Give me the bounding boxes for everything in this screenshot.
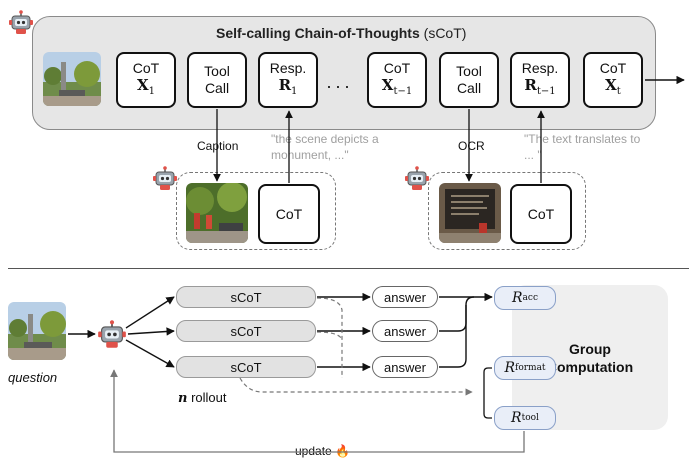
resp-box-r1: Resp. R1 bbox=[258, 52, 318, 108]
call-label: Call bbox=[456, 80, 482, 96]
group-line-2: Computation bbox=[546, 358, 634, 375]
robot-icon bbox=[153, 166, 177, 190]
sub-cot-label: CoT bbox=[527, 205, 555, 222]
robot-icon bbox=[98, 320, 126, 348]
sub-call-area-1 bbox=[176, 172, 336, 250]
update-label: update 🔥 bbox=[292, 444, 353, 458]
caption-label: Caption bbox=[197, 139, 239, 153]
ellipsis: ··· bbox=[326, 76, 353, 96]
resp-box-rt-1: Resp. Rt−1 bbox=[510, 52, 570, 108]
scot-rollout-3: sCoT bbox=[176, 356, 316, 378]
question-image bbox=[8, 302, 66, 360]
robot-icon bbox=[405, 166, 429, 190]
rollout-n: n bbox=[178, 391, 188, 406]
sub-call-area-2 bbox=[428, 172, 586, 250]
response-quote-1: "the scene depicts a monument, ..." bbox=[271, 132, 379, 162]
tool-call-box-2: Tool Call bbox=[439, 52, 499, 108]
resp-symbol: Rt−1 bbox=[524, 76, 556, 98]
scot-title: Self-calling Chain-of-Thoughts (sCoT) bbox=[216, 25, 466, 41]
section-divider bbox=[8, 268, 689, 269]
cot-symbol: Xt bbox=[605, 76, 621, 98]
cot-box-label: CoT bbox=[599, 60, 627, 76]
robot-icon bbox=[9, 10, 33, 34]
answer-1: answer bbox=[372, 286, 438, 308]
group-line-1: Group bbox=[568, 340, 611, 357]
tool-call-box-1: Tool Call bbox=[187, 52, 247, 108]
cot-symbol: X1 bbox=[136, 76, 155, 98]
rollout-text: rollout bbox=[191, 390, 227, 405]
sub-cot-box-1: CoT bbox=[258, 184, 320, 244]
plaque-image bbox=[439, 183, 501, 243]
ocr-label: OCR bbox=[458, 139, 485, 153]
scene-image bbox=[43, 52, 101, 106]
cot-box-xt-1: CoT Xt−1 bbox=[367, 52, 427, 108]
answer-2: answer bbox=[372, 320, 438, 342]
resp-symbol: R1 bbox=[278, 76, 298, 98]
answer-3: answer bbox=[372, 356, 438, 378]
resp-label: Resp. bbox=[521, 60, 559, 76]
cot-box-label: CoT bbox=[383, 60, 411, 76]
resp-label: Resp. bbox=[269, 60, 307, 76]
question-label: question bbox=[8, 370, 58, 385]
scot-title-main: Self-calling Chain-of-Thoughts bbox=[216, 25, 420, 41]
tool-label: Tool bbox=[456, 63, 482, 79]
response-quote-2: "The text translates to ... " bbox=[524, 132, 641, 162]
cot-box-x1: CoT X1 bbox=[116, 52, 176, 108]
scot-rollout-2: sCoT bbox=[176, 320, 316, 342]
sub-cot-box-2: CoT bbox=[510, 184, 572, 244]
cot-box-xt: CoT Xt bbox=[583, 52, 643, 108]
tool-label: Tool bbox=[204, 63, 230, 79]
rollout-label: n rollout bbox=[178, 390, 227, 406]
scot-title-suffix: (sCoT) bbox=[423, 25, 467, 41]
cot-box-label: CoT bbox=[132, 60, 160, 76]
cropped-scene-image bbox=[186, 183, 248, 243]
scot-rollout-1: sCoT bbox=[176, 286, 316, 308]
call-label: Call bbox=[204, 80, 230, 96]
cot-symbol: Xt−1 bbox=[381, 76, 413, 98]
sub-cot-label: CoT bbox=[275, 205, 303, 222]
